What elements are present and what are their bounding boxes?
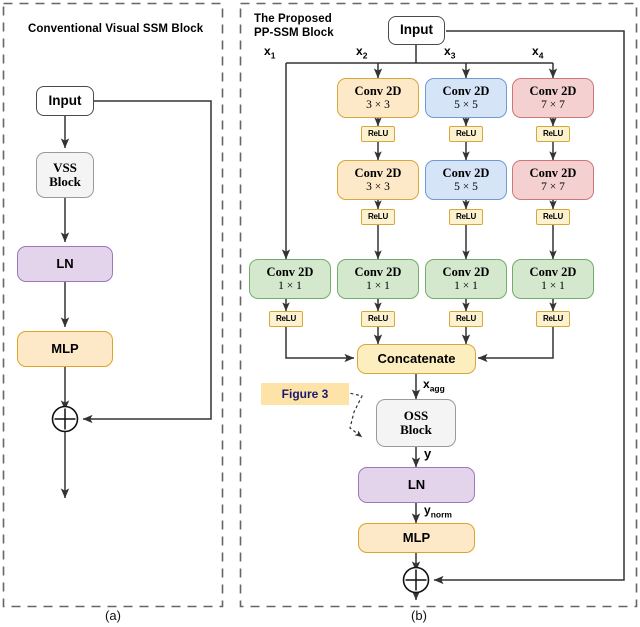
branch-4-conv-1: Conv 2D 7 × 7 <box>512 78 594 118</box>
panel-b-add-plus <box>405 569 427 591</box>
panel-a-add-plus <box>54 408 76 430</box>
panel-b-ln-block: LN <box>358 467 475 503</box>
panel-b-input-box: Input <box>388 16 445 45</box>
branch-4-relu-1: ReLU <box>536 126 570 142</box>
branch-3-relu-3: ReLU <box>449 311 483 327</box>
panel-b-title: The Proposed PP-SSM Block <box>254 12 394 41</box>
xagg-sub: agg <box>429 383 445 394</box>
b4-relu-to-concat <box>477 327 554 363</box>
b-wire-residual <box>433 30 625 585</box>
conv-kernel: 1 × 1 <box>278 280 302 293</box>
branch-label-x4: x4 <box>532 44 543 60</box>
conv-kernel: 3 × 3 <box>366 99 390 112</box>
branch-label-x2: x2 <box>356 44 367 60</box>
panel-b-border <box>239 2 638 608</box>
conv-title: Conv 2D <box>354 83 402 98</box>
branch-label-x3: x3 <box>444 44 455 60</box>
conv-title: Conv 2D <box>529 165 577 180</box>
signal-label-y: y <box>424 446 432 461</box>
branch-4-relu-3: ReLU <box>536 311 570 327</box>
branch-label-x2-main: x <box>356 44 363 58</box>
a-wire-residual <box>82 100 212 424</box>
conv-kernel: 7 × 7 <box>541 99 565 112</box>
conv-title: Conv 2D <box>529 264 577 279</box>
oss-label-line1: OSS <box>403 407 429 423</box>
branch-label-x1: x1 <box>264 44 275 60</box>
branch-3-conv-1: Conv 2D 5 × 5 <box>425 78 507 118</box>
branch-4-conv-2: Conv 2D 7 × 7 <box>512 160 594 200</box>
conv-kernel: 5 × 5 <box>454 99 478 112</box>
branch-4-relu-2: ReLU <box>536 209 570 225</box>
conv-title: Conv 2D <box>529 83 577 98</box>
branch-2-conv-1x1: Conv 2D 1 × 1 <box>337 259 419 299</box>
conv-title: Conv 2D <box>266 264 314 279</box>
branch-2-relu-1: ReLU <box>361 126 395 142</box>
branch-3-conv-2: Conv 2D 5 × 5 <box>425 160 507 200</box>
panel-b-title-line2: PP-SSM Block <box>254 27 334 40</box>
xagg-main: x <box>423 377 430 391</box>
signal-label-ynorm: ynorm <box>424 503 452 519</box>
branch-label-x1-main: x <box>264 44 271 58</box>
conv-title: Conv 2D <box>442 165 490 180</box>
conv-kernel: 1 × 1 <box>541 280 565 293</box>
conv-kernel: 1 × 1 <box>366 280 390 293</box>
conv-kernel: 7 × 7 <box>541 181 565 194</box>
conv-kernel: 3 × 3 <box>366 181 390 194</box>
vss-label-line2: Block <box>49 174 81 189</box>
ynorm-main: y <box>424 503 431 517</box>
panel-b-title-line1: The Proposed <box>254 13 332 25</box>
b1-relu-to-concat <box>285 327 355 363</box>
branch-label-x3-main: x <box>444 44 451 58</box>
branch-2-relu-3: ReLU <box>361 311 395 327</box>
panel-b-mlp-block: MLP <box>358 523 475 553</box>
branch-2-conv-2: Conv 2D 3 × 3 <box>337 160 419 200</box>
figure3-pointer <box>344 391 363 438</box>
branch-1-conv-1x1: Conv 2D 1 × 1 <box>249 259 331 299</box>
conv-title: Conv 2D <box>354 264 402 279</box>
panel-a-vss-block: VSS Block <box>36 152 94 198</box>
oss-block: OSS Block <box>376 399 456 447</box>
panel-b-caption: (b) <box>411 608 427 623</box>
ynorm-sub: norm <box>430 509 452 520</box>
conv-kernel: 5 × 5 <box>454 181 478 194</box>
branch-2-conv-1: Conv 2D 3 × 3 <box>337 78 419 118</box>
panel-a-title: Conventional Visual SSM Block <box>28 23 204 35</box>
concatenate-block: Concatenate <box>357 344 476 374</box>
vss-label-line1: VSS <box>53 159 77 175</box>
panel-a-ln-block: LN <box>17 246 113 282</box>
panel-a-mlp-block: MLP <box>17 331 113 367</box>
branch-3-conv-1x1: Conv 2D 1 × 1 <box>425 259 507 299</box>
branch-3-relu-2: ReLU <box>449 209 483 225</box>
conv-title: Conv 2D <box>354 165 402 180</box>
conv-title: Conv 2D <box>442 83 490 98</box>
conv-title: Conv 2D <box>442 264 490 279</box>
panel-a-input-box: Input <box>36 86 94 116</box>
branch-label-x4-sub: 4 <box>538 50 544 61</box>
oss-label-line2: Block <box>400 422 432 437</box>
panel-a-border <box>2 2 224 608</box>
branch-label-x4-main: x <box>532 44 539 58</box>
branch-1-relu-1: ReLU <box>269 311 303 327</box>
branch-label-x2-sub: 2 <box>362 50 368 61</box>
branch-label-x1-sub: 1 <box>270 50 276 61</box>
conv-kernel: 1 × 1 <box>454 280 478 293</box>
branch-2-relu-2: ReLU <box>361 209 395 225</box>
panel-a-caption: (a) <box>105 608 121 623</box>
branch-3-relu-1: ReLU <box>449 126 483 142</box>
signal-label-xagg: xagg <box>423 377 445 393</box>
figure-3-reference[interactable]: Figure 3 <box>261 383 349 405</box>
branch-label-x3-sub: 3 <box>450 50 456 61</box>
branch-4-conv-1x1: Conv 2D 1 × 1 <box>512 259 594 299</box>
